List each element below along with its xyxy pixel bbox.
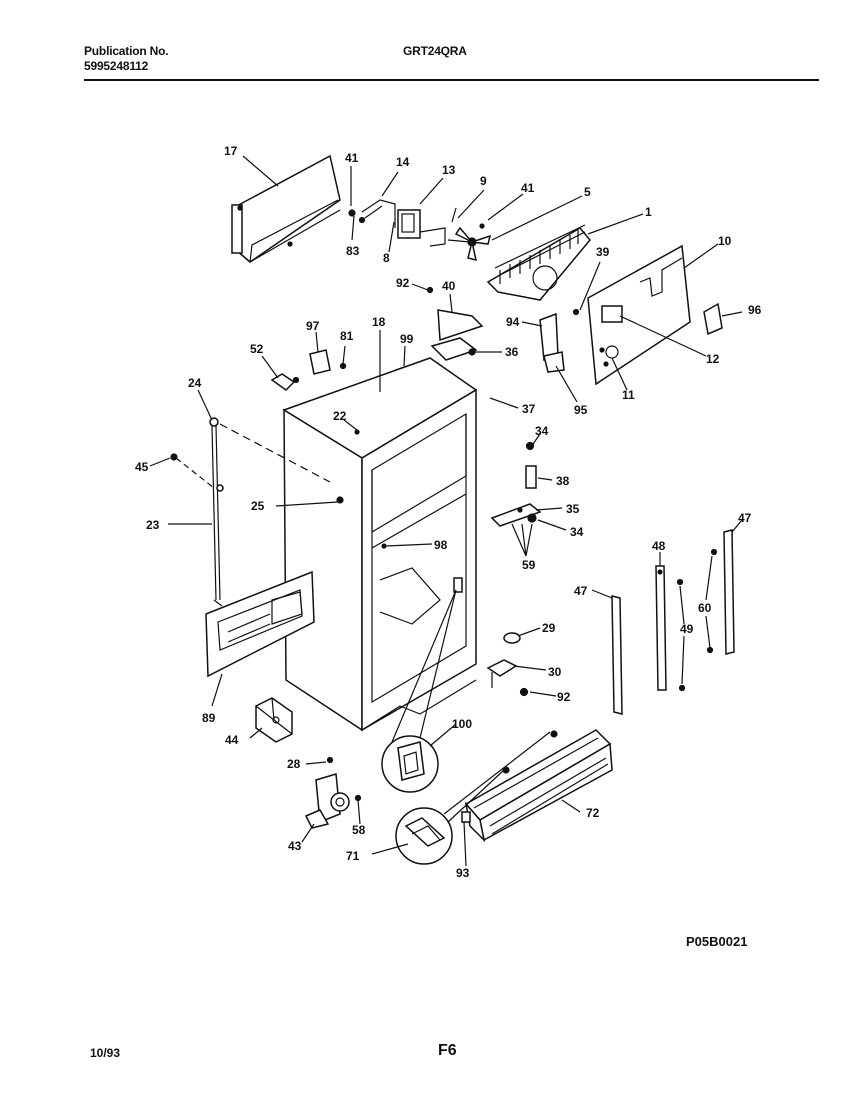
detail-circle-71 bbox=[395, 731, 551, 865]
callout-8: 8 bbox=[383, 251, 390, 265]
part-control-housing bbox=[587, 244, 691, 386]
callout-17: 17 bbox=[224, 144, 238, 158]
callout-12: 12 bbox=[706, 352, 720, 366]
callout-41-upper: 41 bbox=[521, 181, 535, 195]
part-thermostat-bracket bbox=[309, 349, 347, 375]
callout-83: 83 bbox=[346, 244, 360, 258]
callout-18: 18 bbox=[372, 315, 386, 329]
callout-44: 44 bbox=[225, 733, 239, 747]
part-knob bbox=[703, 302, 723, 336]
callout-89: 89 bbox=[202, 711, 216, 725]
callout-37: 37 bbox=[522, 402, 536, 416]
leader-lines bbox=[149, 155, 743, 867]
callout-28: 28 bbox=[287, 757, 301, 771]
callout-81: 81 bbox=[340, 329, 354, 343]
callout-71: 71 bbox=[346, 849, 360, 863]
part-cabinet bbox=[282, 357, 478, 732]
callout-23: 23 bbox=[146, 518, 160, 532]
callout-35: 35 bbox=[566, 502, 580, 516]
callout-39: 39 bbox=[596, 245, 610, 259]
callout-60: 60 bbox=[698, 601, 712, 615]
part-hinge-pin bbox=[270, 373, 300, 391]
callout-100: 100 bbox=[452, 717, 472, 731]
publication-number: 5995248112 bbox=[84, 59, 149, 73]
callout-94: 94 bbox=[506, 315, 520, 329]
callout-14: 14 bbox=[396, 155, 410, 169]
part-drain-trough bbox=[461, 729, 613, 843]
callout-45: 45 bbox=[135, 460, 149, 474]
publication-label: Publication No. bbox=[84, 44, 169, 58]
part-grille bbox=[205, 570, 315, 678]
callout-11: 11 bbox=[622, 388, 635, 402]
part-trim-strips bbox=[611, 529, 735, 715]
model-number: GRT24QRA bbox=[403, 44, 467, 58]
callout-9: 9 bbox=[480, 174, 487, 188]
callout-10: 10 bbox=[718, 234, 732, 248]
callout-34-upper: 34 bbox=[535, 424, 549, 438]
callout-92-lower: 92 bbox=[557, 690, 571, 704]
callout-96: 96 bbox=[748, 303, 762, 317]
part-roller-assembly bbox=[304, 756, 362, 829]
part-evaporator bbox=[486, 224, 591, 316]
part-evaporator-cover bbox=[231, 154, 341, 263]
callout-38: 38 bbox=[556, 474, 570, 488]
callout-72: 72 bbox=[586, 806, 600, 820]
callout-48: 48 bbox=[652, 539, 666, 553]
callout-59: 59 bbox=[522, 558, 536, 572]
callout-43: 43 bbox=[288, 839, 302, 853]
callout-36: 36 bbox=[505, 345, 519, 359]
callout-5: 5 bbox=[584, 185, 591, 199]
footer-date: 10/93 bbox=[90, 1046, 121, 1060]
callout-47-right: 47 bbox=[738, 511, 752, 525]
callout-49: 49 bbox=[680, 622, 694, 636]
callout-92-upper: 92 bbox=[396, 276, 410, 290]
part-fan-motor bbox=[348, 199, 457, 247]
callout-13: 13 bbox=[442, 163, 456, 177]
callout-22: 22 bbox=[333, 409, 347, 423]
detail-circle-100 bbox=[381, 589, 457, 793]
callout-25: 25 bbox=[251, 499, 265, 513]
part-leveling-bracket bbox=[255, 697, 293, 743]
figure-code: P05B0021 bbox=[686, 934, 748, 949]
callout-98: 98 bbox=[434, 538, 448, 552]
footer-page: F6 bbox=[438, 1042, 457, 1059]
part-shelf-support bbox=[490, 441, 542, 527]
callout-34-lower: 34 bbox=[570, 525, 584, 539]
callout-30: 30 bbox=[548, 665, 562, 679]
header-rule bbox=[84, 79, 819, 81]
callout-58: 58 bbox=[352, 823, 366, 837]
part-damper-bracket bbox=[539, 312, 565, 373]
callout-1: 1 bbox=[645, 205, 652, 219]
part-hinge-rod bbox=[170, 417, 331, 607]
part-fan-blade bbox=[447, 223, 492, 262]
callout-29: 29 bbox=[542, 621, 556, 635]
callout-24: 24 bbox=[188, 376, 202, 390]
callout-41: 41 bbox=[345, 151, 359, 165]
part-door-stop bbox=[486, 632, 529, 697]
callout-99: 99 bbox=[400, 332, 414, 346]
part-air-diffuser bbox=[426, 286, 484, 361]
callout-97: 97 bbox=[306, 319, 320, 333]
callout-47-left: 47 bbox=[574, 584, 588, 598]
callout-40: 40 bbox=[442, 279, 456, 293]
callout-52: 52 bbox=[250, 342, 264, 356]
callout-93: 93 bbox=[456, 866, 470, 880]
callout-95: 95 bbox=[574, 403, 588, 417]
